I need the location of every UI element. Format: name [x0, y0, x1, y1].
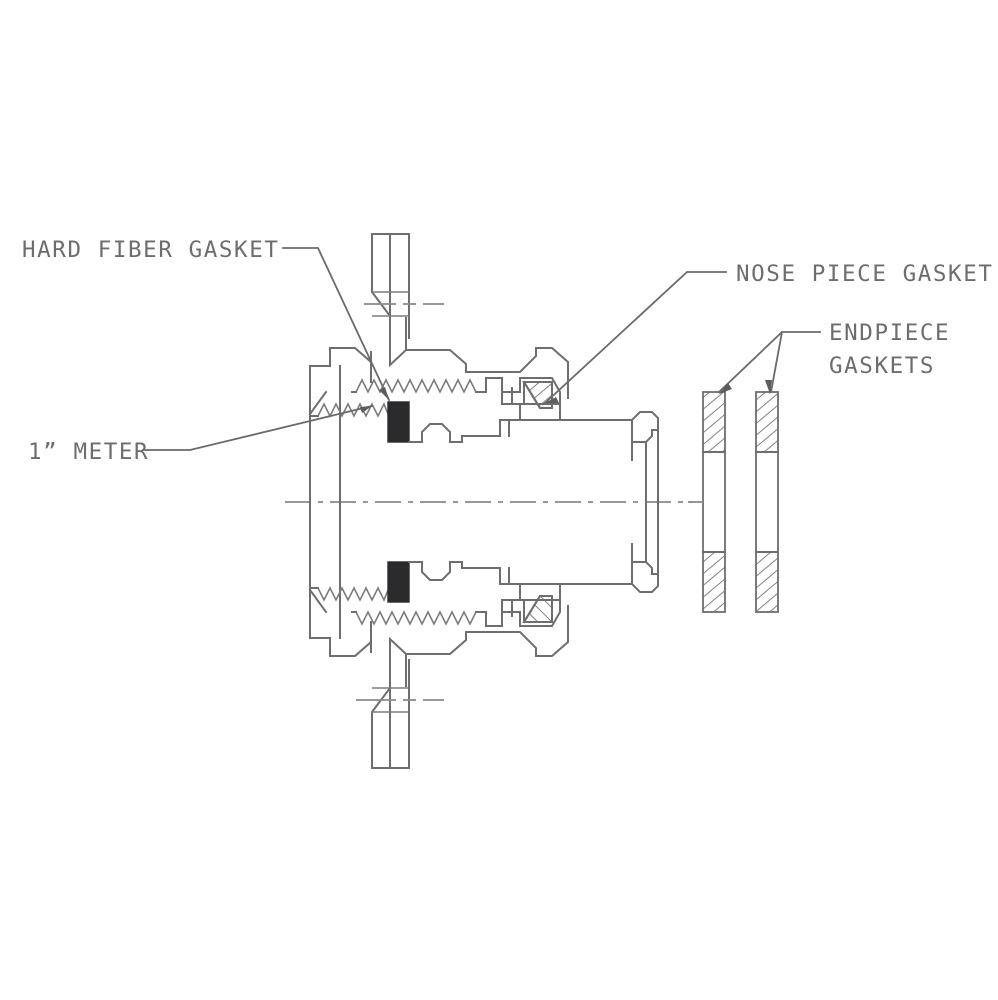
label-endpiece-gaskets-line1: ENDPIECE [829, 320, 950, 346]
lower-coupling-nut [309, 555, 569, 687]
label-nose-piece-gasket: NOSE PIECE GASKET [736, 261, 993, 287]
upper-stud-detail [364, 233, 444, 353]
lower-stud-detail [356, 651, 444, 769]
callout-leader-nose-piece-gasket [543, 271, 727, 405]
endpiece-gasket-near [688, 391, 726, 613]
label-meter-size: 1” METER [28, 439, 149, 465]
label-hard-fiber-gasket: HARD FIBER GASKET [22, 237, 279, 263]
hard-fiber-gasket-upper [387, 401, 410, 443]
hard-fiber-gasket-lower [387, 561, 410, 603]
endpiece-gasket-far [755, 391, 779, 613]
nose-piece-seat-upper [501, 377, 561, 421]
callout-leader-endpiece-gaskets [717, 330, 821, 394]
nose-piece-tube [408, 411, 659, 593]
lower-thread-profile [311, 586, 503, 627]
leader-arrow-nose-piece-gasket [545, 397, 559, 403]
nose-piece-gasket-lower [522, 594, 553, 624]
leader-arrow-endpiece-gasket-near [719, 383, 732, 394]
leader-arrow-hard-fiber-gasket [379, 387, 389, 400]
leader-arrow-endpiece-gasket-far [765, 380, 772, 394]
nose-piece-gasket-upper [522, 380, 553, 410]
callout-leader-meter-size [142, 404, 374, 451]
leader-arrow-meter-size [360, 406, 372, 413]
label-endpiece-gaskets-line2: GASKETS [829, 353, 935, 379]
callout-leader-hard-fiber-gasket [282, 247, 391, 402]
